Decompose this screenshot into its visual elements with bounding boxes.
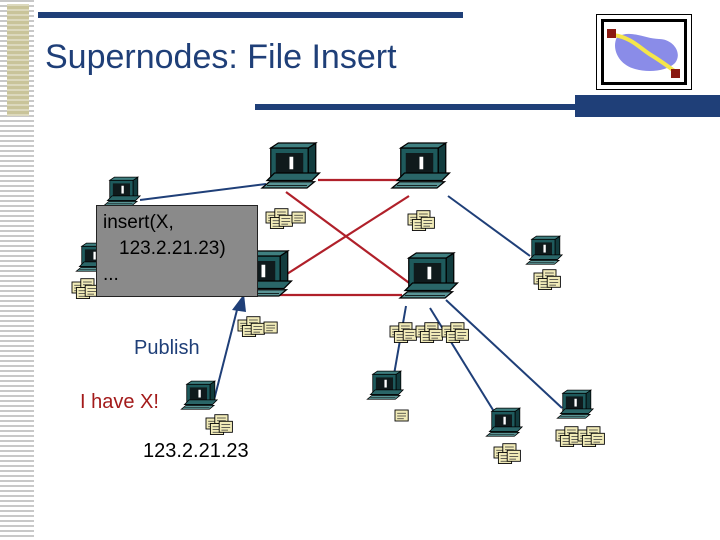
insert-callout: insert(X, 123.2.21.23) ... (96, 205, 258, 297)
supernode-computer-icon (399, 252, 459, 299)
peer-computer-icon (556, 389, 594, 419)
supernode-links (264, 178, 417, 297)
file-stack-icon (72, 279, 98, 299)
callout-line-3: ... (103, 264, 119, 285)
network-map-logo-icon (596, 14, 692, 90)
peer-computer-icon (525, 235, 563, 265)
file-stack-icon (408, 211, 434, 231)
publish-arrowhead (232, 294, 246, 312)
file-stack-icon (494, 444, 520, 464)
peer-link (139, 183, 267, 201)
supernode-computer-icon (391, 142, 451, 189)
peer-link (429, 307, 499, 419)
peer-link (447, 195, 531, 257)
publish-label: Publish (134, 337, 200, 359)
peer-link (445, 299, 563, 409)
callout-line-2: 123.2.21.23) (119, 238, 226, 259)
peer-ip-label: 123.2.21.23 (143, 440, 249, 462)
peer-links (139, 183, 563, 419)
page-title: Supernodes: File Insert (45, 38, 397, 76)
file-stack-icon (556, 427, 604, 447)
i-have-label: I have X! (80, 391, 159, 413)
publish-arrow (213, 305, 239, 401)
file-stack-icon (238, 317, 278, 337)
title-bar-top (38, 12, 463, 18)
file-stack-icon (206, 415, 232, 435)
peer-computer-icon (103, 176, 141, 206)
callout-line-1: insert(X, (103, 212, 174, 233)
supernode-link (285, 191, 417, 289)
peer-computer-icon (366, 370, 404, 400)
file-stack-icon (534, 270, 560, 290)
stripe-accent-block (7, 4, 29, 116)
supernode-link (264, 195, 410, 289)
title-bar-bottom-block (575, 95, 720, 117)
file-stack-icon (266, 209, 306, 229)
supernode-computer-icon (261, 142, 321, 189)
peer-computer-icon (180, 380, 218, 410)
file-stack-icon (394, 409, 409, 422)
peer-computer-icon (485, 407, 523, 437)
title-bar-bottom (255, 104, 720, 110)
file-stack-icon (390, 323, 468, 343)
